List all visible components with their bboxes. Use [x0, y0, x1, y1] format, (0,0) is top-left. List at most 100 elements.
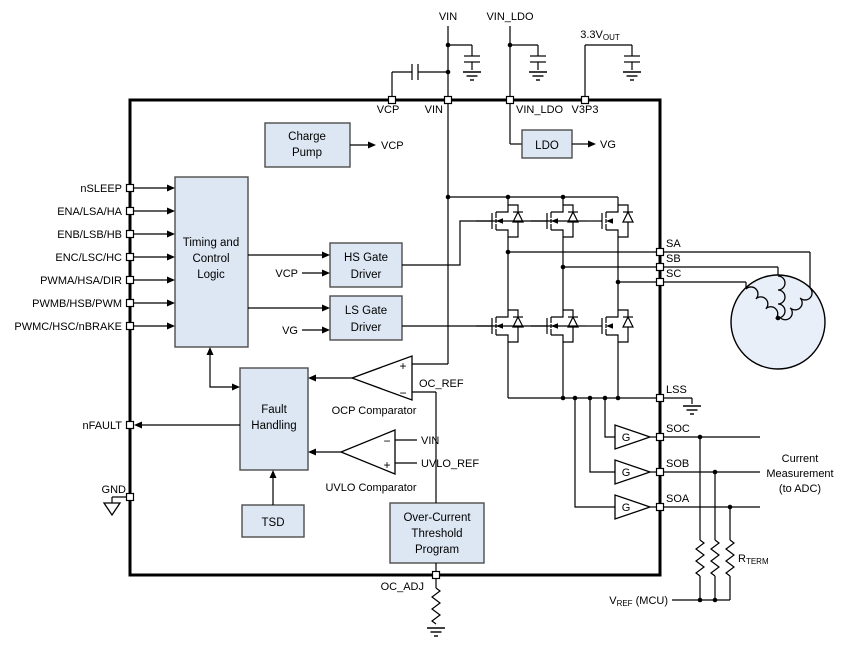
- supply-3v3-label: 3.3VOUT: [580, 29, 620, 42]
- ocp-minus-sign: −: [399, 386, 406, 400]
- ls-driver-label: LS Gate: [345, 305, 387, 317]
- hs-driver-label: Driver: [351, 269, 382, 281]
- net-label-vg-in: VG: [282, 325, 298, 337]
- tsd-label: TSD: [262, 517, 285, 529]
- vin-ldo-capacitor-icon: [530, 55, 546, 63]
- left-pins: nSLEEP ENA/LSA/HA ENB/LSB/HB ENC/LSC/HC …: [14, 183, 240, 517]
- resistor-icon: [695, 539, 705, 577]
- octp-label: Threshold: [411, 528, 462, 540]
- resistor-icon: [710, 539, 720, 577]
- net-label-uvlo-vin: VIN: [421, 435, 439, 447]
- earth-ground-icon: [102, 502, 122, 517]
- block-timing-control-logic: Timing and Control Logic: [174, 176, 249, 348]
- pin-label-nsleep: nSLEEP: [80, 183, 122, 195]
- octp-label: Program: [415, 544, 459, 556]
- mosfet-icon: [585, 301, 634, 351]
- pin-label-lss: LSS: [666, 384, 687, 396]
- comparator-icon: [339, 429, 396, 475]
- supply-vin-label: VIN: [439, 11, 457, 23]
- net-label-oc-ref: OC_REF: [419, 378, 464, 390]
- comparator-icon: [350, 355, 413, 401]
- pin-label-sob: SOB: [666, 458, 689, 470]
- ls-driver-label: Driver: [351, 322, 382, 334]
- pin-label-enb: ENB/LSB/HB: [57, 229, 122, 241]
- vin-capacitor-icon: [464, 55, 480, 63]
- charge-pump-label: Pump: [292, 147, 322, 159]
- pin-label-sb: SB: [666, 253, 681, 265]
- block-ldo: LDO VG: [509, 100, 616, 159]
- amp-gain-label: G: [622, 432, 631, 444]
- block-hs-gate-driver: HS Gate Driver: [329, 242, 403, 288]
- pin-label-v3p3: V3P3: [572, 104, 599, 116]
- resistor-icon: [431, 587, 441, 625]
- pin-label-soa: SOA: [666, 493, 690, 505]
- uvlo-plus-sign: +: [383, 458, 390, 472]
- control-wiring: VCP VG: [206, 251, 330, 391]
- net-label-vcp: VCP: [381, 140, 404, 152]
- oc-adj-external: OC_ADJ: [381, 579, 446, 637]
- ground-icon: [462, 71, 482, 81]
- pin-label-vcp: VCP: [377, 104, 400, 116]
- v3p3-capacitor-icon: [624, 55, 640, 63]
- timing-label: Logic: [197, 269, 225, 281]
- mosfet-icon: [585, 196, 634, 246]
- ocp-comparator: + − OC_REF OCP Comparator: [308, 355, 464, 503]
- hs-driver-label: HS Gate: [344, 252, 388, 264]
- pin-label-soc: SOC: [666, 423, 690, 435]
- ground-icon: [426, 627, 446, 637]
- block-overcurrent-threshold-program: Over-Current Threshold Program: [389, 502, 485, 571]
- octp-label: Over-Current: [403, 512, 471, 524]
- block-ls-gate-driver: LS Gate Driver: [329, 295, 403, 341]
- motor-icon: [730, 274, 826, 370]
- pin-label-pwma: PWMA/HSA/DIR: [40, 275, 122, 287]
- right-external: SA SB SC LSS SOC SOB SOA Current Measure…: [609, 238, 833, 608]
- annotation-rterm: RTERM: [738, 553, 769, 566]
- ocp-comparator-caption: OCP Comparator: [332, 405, 417, 417]
- net-label-vg: VG: [600, 139, 616, 151]
- net-label-uvlo-ref: UVLO_REF: [421, 458, 479, 470]
- pin-label-pwmb: PWMB/HSB/PWM: [32, 298, 122, 310]
- amp-gain-label: G: [622, 502, 631, 514]
- pin-label-ena: ENA/LSA/HA: [57, 206, 122, 218]
- ground-icon: [622, 71, 642, 81]
- supply-vin-ldo-label: VIN_LDO: [486, 11, 534, 23]
- ground-icon: [682, 405, 702, 415]
- current-sense-amp-icon: [614, 494, 653, 520]
- top-power-wiring: [391, 26, 642, 100]
- annotation-measurement: Measurement: [766, 468, 833, 480]
- ocp-plus-sign: +: [399, 359, 406, 373]
- pin-label-sa: SA: [666, 238, 681, 250]
- ldo-label: LDO: [535, 140, 559, 152]
- fault-label: Fault: [261, 404, 287, 416]
- charge-pump-label: Charge: [288, 131, 326, 143]
- pin-label-vin: VIN: [425, 104, 443, 116]
- block-fault-handling: Fault Handling: [239, 367, 309, 471]
- uvlo-comparator-caption: UVLO Comparator: [325, 482, 416, 494]
- net-label-vcp-in: VCP: [275, 268, 298, 280]
- amp-gain-label: G: [622, 467, 631, 479]
- annotation-to-adc: (to ADC): [779, 483, 821, 495]
- current-sense-amps: G G G: [572, 395, 660, 520]
- block-tsd: TSD: [241, 470, 305, 538]
- block-charge-pump: Charge Pump VCP: [264, 122, 404, 168]
- pin-label-oc-adj: OC_ADJ: [381, 581, 424, 593]
- current-sense-amp-icon: [614, 459, 653, 485]
- pin-label-enc: ENC/LSC/HC: [55, 252, 122, 264]
- timing-label: Timing and: [183, 237, 239, 249]
- pin-label-nfault: nFAULT: [82, 420, 122, 432]
- pin-label-pwmc: PWMC/HSC/nBRAKE: [14, 321, 122, 333]
- annotation-vref-mcu: VREF (MCU): [609, 595, 668, 608]
- annotation-current: Current: [782, 453, 819, 465]
- current-sense-amp-icon: [614, 424, 653, 450]
- ground-icon: [528, 71, 548, 81]
- uvlo-minus-sign: −: [383, 434, 390, 448]
- pin-label-sc: SC: [666, 268, 681, 280]
- vcp-capacitor-icon: [411, 64, 419, 80]
- pin-label-vin-ldo: VIN_LDO: [516, 104, 564, 116]
- resistor-icon: [725, 539, 735, 577]
- pin-squares: [125, 95, 665, 580]
- uvlo-comparator: − + VIN UVLO_REF UVLO Comparator: [308, 429, 479, 494]
- fault-label: Handling: [251, 420, 296, 432]
